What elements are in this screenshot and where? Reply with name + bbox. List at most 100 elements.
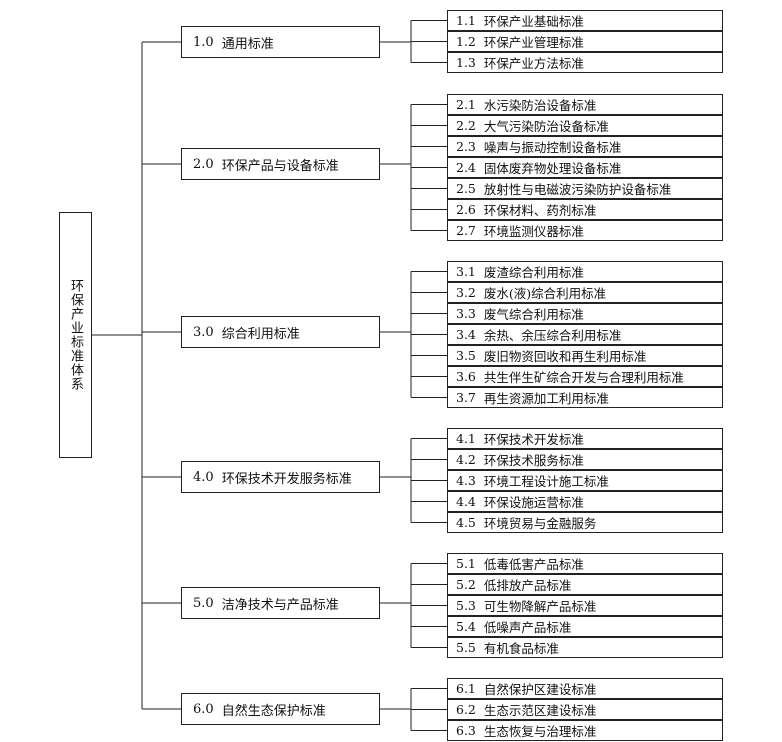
category-label: 综合利用标准 bbox=[221, 326, 300, 342]
item-node-3.1: 3.1 废渣综合利用标准 bbox=[447, 261, 723, 282]
item-code: 5.3 bbox=[456, 598, 476, 613]
item-label: 废旧物资回收和再生利用标准 bbox=[483, 349, 647, 364]
item-code: 4.4 bbox=[456, 494, 476, 509]
item-code: 4.2 bbox=[456, 452, 476, 467]
category-label: 通用标准 bbox=[221, 36, 274, 52]
item-node-5.5: 5.5 有机食品标准 bbox=[447, 637, 723, 658]
root-label: 环保产业标准体系 bbox=[68, 279, 83, 391]
item-node-5.2: 5.2 低排放产品标准 bbox=[447, 574, 723, 595]
item-code: 4.1 bbox=[456, 431, 476, 446]
item-code: 1.2 bbox=[456, 34, 476, 49]
item-label: 废渣综合利用标准 bbox=[483, 265, 584, 280]
item-label: 生态恢复与治理标准 bbox=[483, 724, 597, 739]
item-node-1.3: 1.3 环保产业方法标准 bbox=[447, 52, 723, 73]
item-label: 共生伴生矿综合开发与合理利用标准 bbox=[483, 370, 684, 385]
item-label: 固体废弃物处理设备标准 bbox=[483, 161, 622, 176]
category-code: 3.0 bbox=[193, 324, 214, 340]
item-code: 2.7 bbox=[456, 223, 476, 238]
item-label: 环保产业管理标准 bbox=[483, 35, 584, 50]
item-code: 5.4 bbox=[456, 619, 476, 634]
category-code: 4.0 bbox=[193, 469, 214, 485]
category-label: 洁净技术与产品标准 bbox=[221, 597, 339, 613]
item-node-5.3: 5.3 可生物降解产品标准 bbox=[447, 595, 723, 616]
category-code: 2.0 bbox=[193, 156, 214, 172]
item-label: 环保产业方法标准 bbox=[483, 56, 584, 71]
item-label: 环保产业基础标准 bbox=[483, 14, 584, 29]
item-label: 自然保护区建设标准 bbox=[483, 682, 597, 697]
item-code: 3.1 bbox=[456, 264, 476, 279]
item-code: 1.1 bbox=[456, 13, 476, 28]
item-label: 低噪声产品标准 bbox=[483, 620, 572, 635]
item-code: 4.5 bbox=[456, 515, 476, 530]
item-code: 3.5 bbox=[456, 348, 476, 363]
item-code: 3.6 bbox=[456, 369, 476, 384]
item-label: 有机食品标准 bbox=[483, 641, 559, 656]
category-node-3.0: 3.0 综合利用标准 bbox=[181, 316, 380, 348]
item-label: 放射性与电磁波污染防护设备标准 bbox=[483, 182, 672, 197]
item-code: 2.4 bbox=[456, 160, 476, 175]
item-code: 5.2 bbox=[456, 577, 476, 592]
category-code: 6.0 bbox=[193, 701, 214, 717]
category-node-6.0: 6.0 自然生态保护标准 bbox=[181, 693, 380, 725]
item-code: 3.7 bbox=[456, 390, 476, 405]
item-code: 6.1 bbox=[456, 681, 476, 696]
root-node: 环保产业标准体系 bbox=[59, 212, 92, 458]
item-node-5.4: 5.4 低噪声产品标准 bbox=[447, 616, 723, 637]
category-label: 自然生态保护标准 bbox=[221, 703, 326, 719]
category-label: 环保产品与设备标准 bbox=[221, 158, 339, 174]
item-code: 1.3 bbox=[456, 55, 476, 70]
item-node-5.1: 5.1 低毒低害产品标准 bbox=[447, 553, 723, 574]
item-node-1.1: 1.1 环保产业基础标准 bbox=[447, 10, 723, 31]
category-node-4.0: 4.0 环保技术开发服务标准 bbox=[181, 461, 380, 493]
item-label: 生态示范区建设标准 bbox=[483, 703, 597, 718]
item-code: 5.1 bbox=[456, 556, 476, 571]
category-node-5.0: 5.0 洁净技术与产品标准 bbox=[181, 587, 380, 619]
category-node-1.0: 1.0 通用标准 bbox=[181, 26, 380, 58]
item-label: 环保设施运营标准 bbox=[483, 495, 584, 510]
item-node-2.4: 2.4 固体废弃物处理设备标准 bbox=[447, 157, 723, 178]
item-code: 2.3 bbox=[456, 139, 476, 154]
item-label: 环境贸易与金融服务 bbox=[483, 516, 597, 531]
item-label: 水污染防治设备标准 bbox=[483, 98, 597, 113]
item-code: 2.1 bbox=[456, 97, 476, 112]
item-node-4.2: 4.2 环保技术服务标准 bbox=[447, 449, 723, 470]
item-label: 噪声与振动控制设备标准 bbox=[483, 140, 622, 155]
item-code: 3.3 bbox=[456, 306, 476, 321]
item-node-4.1: 4.1 环保技术开发标准 bbox=[447, 428, 723, 449]
category-node-2.0: 2.0 环保产品与设备标准 bbox=[181, 148, 380, 180]
category-label: 环保技术开发服务标准 bbox=[221, 471, 352, 487]
item-node-3.6: 3.6 共生伴生矿综合开发与合理利用标准 bbox=[447, 366, 723, 387]
item-code: 3.4 bbox=[456, 327, 476, 342]
item-label: 可生物降解产品标准 bbox=[483, 599, 597, 614]
item-label: 环境监测仪器标准 bbox=[483, 224, 584, 239]
item-node-6.1: 6.1 自然保护区建设标准 bbox=[447, 678, 723, 699]
item-label: 再生资源加工利用标准 bbox=[483, 391, 609, 406]
item-code: 4.3 bbox=[456, 473, 476, 488]
item-label: 废气综合利用标准 bbox=[483, 307, 584, 322]
item-label: 低排放产品标准 bbox=[483, 578, 572, 593]
item-node-4.3: 4.3 环境工程设计施工标准 bbox=[447, 470, 723, 491]
item-label: 环保技术服务标准 bbox=[483, 453, 584, 468]
item-label: 低毒低害产品标准 bbox=[483, 557, 584, 572]
item-code: 2.6 bbox=[456, 202, 476, 217]
item-label: 环保材料、药剂标准 bbox=[483, 203, 597, 218]
item-label: 大气污染防治设备标准 bbox=[483, 119, 609, 134]
item-node-1.2: 1.2 环保产业管理标准 bbox=[447, 31, 723, 52]
item-node-3.5: 3.5 废旧物资回收和再生利用标准 bbox=[447, 345, 723, 366]
category-code: 1.0 bbox=[193, 34, 214, 50]
category-code: 5.0 bbox=[193, 595, 214, 611]
item-node-3.3: 3.3 废气综合利用标准 bbox=[447, 303, 723, 324]
item-label: 废水(液)综合利用标准 bbox=[483, 286, 607, 301]
item-code: 6.2 bbox=[456, 702, 476, 717]
item-label: 环境工程设计施工标准 bbox=[483, 474, 609, 489]
item-code: 5.5 bbox=[456, 640, 476, 655]
item-label: 环保技术开发标准 bbox=[483, 432, 584, 447]
item-node-2.6: 2.6 环保材料、药剂标准 bbox=[447, 199, 723, 220]
item-node-2.7: 2.7 环境监测仪器标准 bbox=[447, 220, 723, 241]
